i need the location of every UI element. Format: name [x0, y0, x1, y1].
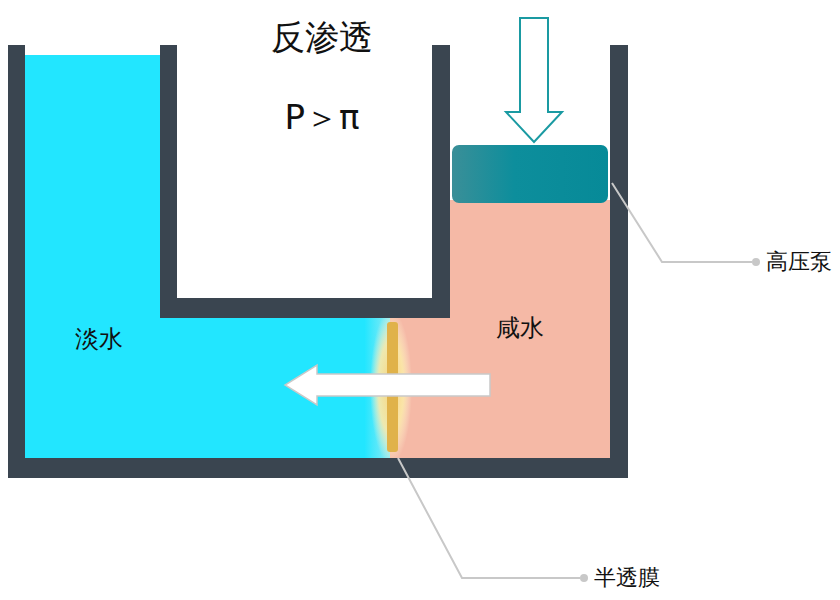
region-label: 咸水	[496, 312, 544, 344]
pressure-arrow	[506, 18, 562, 142]
left-wall	[8, 45, 25, 478]
fresh-water-region: 淡水	[25, 55, 285, 458]
pressure-formula: P＞π	[285, 95, 360, 141]
salt-water-fill	[390, 200, 610, 458]
membrane-label: 半透膜	[594, 563, 660, 593]
high-pressure-piston	[452, 145, 608, 203]
inner-left-wall	[160, 45, 177, 318]
region-label: 淡水	[75, 323, 123, 355]
leader-line	[612, 183, 752, 262]
leader-dot	[580, 574, 588, 582]
fresh-water-fill	[25, 55, 390, 458]
diagram-title: 反渗透	[271, 15, 373, 61]
salt-water-region: 咸水	[490, 200, 610, 458]
inner-bottom-wall	[160, 298, 450, 318]
flow-arrow	[285, 365, 490, 405]
right-wall	[610, 45, 628, 478]
leader-dot	[752, 258, 760, 266]
inner-right-wall	[432, 45, 450, 318]
pump-label: 高压泵	[766, 247, 832, 277]
leader-line	[398, 458, 580, 578]
base	[8, 458, 628, 478]
